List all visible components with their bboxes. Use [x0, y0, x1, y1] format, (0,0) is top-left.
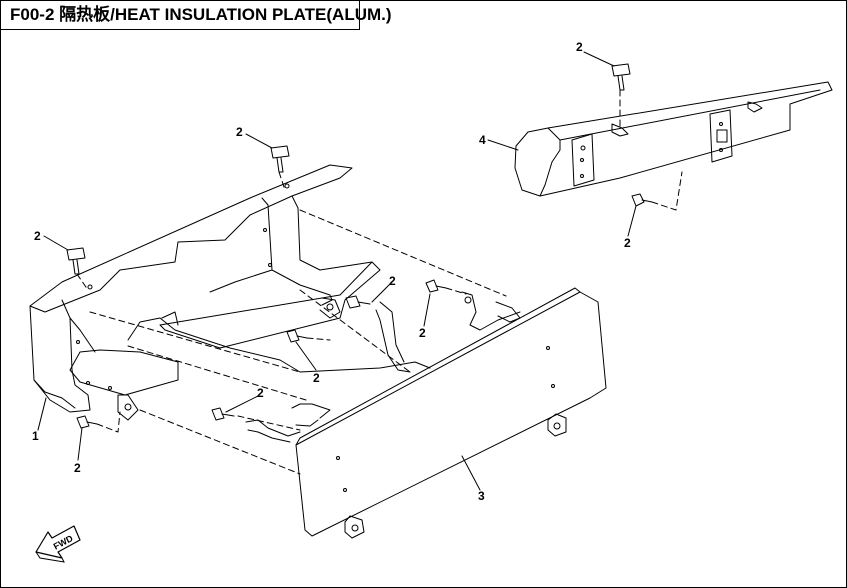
callout-part-2: 2: [257, 386, 264, 400]
heat-insulation-plate-rear: [514, 81, 833, 197]
leader-lines: [37, 51, 637, 491]
forward-arrow-icon: FWD: [35, 525, 81, 563]
callout-part-2: 2: [34, 229, 41, 243]
heat-insulation-plate-front: [295, 287, 607, 539]
bolt-icon: [631, 193, 653, 207]
bolt-icon: [425, 279, 447, 293]
support-rail: [127, 291, 521, 443]
bolt-icon: [611, 63, 631, 91]
callout-part-2: 2: [236, 125, 243, 139]
bolt-icon: [345, 295, 371, 309]
callout-part-2: 2: [576, 40, 583, 54]
callout-part-2: 2: [389, 274, 396, 288]
callout-part-2: 2: [419, 326, 426, 340]
bolt-icon: [286, 329, 308, 343]
diagram-title: F00-2 隔热板/HEAT INSULATION PLATE(ALUM.): [0, 0, 392, 30]
heat-insulation-plate-left: [29, 164, 381, 421]
callout-part-2: 2: [74, 461, 81, 475]
bolt-icon: [270, 145, 290, 173]
callout-part-2: 2: [313, 371, 320, 385]
callout-labels: 2 2 2 4 2 2 2 2 2 2 1 3: [32, 40, 631, 503]
assembly-lines: [76, 89, 683, 475]
callout-part-3: 3: [478, 489, 485, 503]
bolt-icon: [76, 415, 98, 429]
callout-part-1: 1: [32, 429, 39, 443]
callout-part-2: 2: [624, 236, 631, 250]
callout-part-4: 4: [479, 133, 486, 147]
bolt-icon: [211, 407, 235, 421]
bolt-icon: [66, 247, 86, 275]
